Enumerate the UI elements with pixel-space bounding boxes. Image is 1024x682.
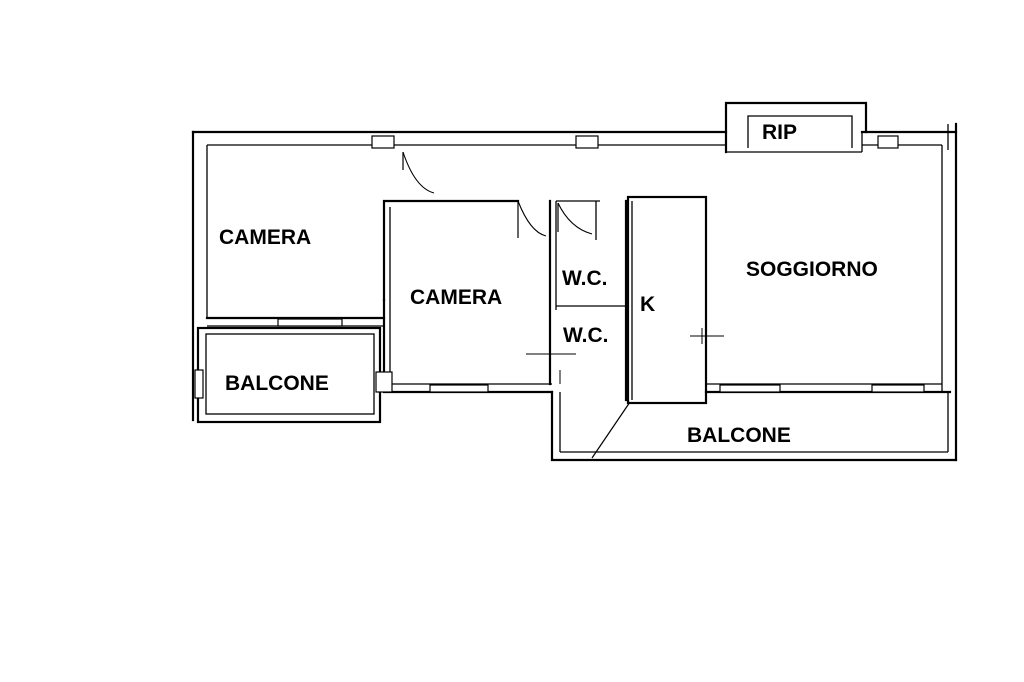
doors: [402, 151, 631, 459]
outer-walls: [191, 122, 958, 462]
room-labels: CAMERA CAMERA W.C. W.C. K SOGGIORNO RIP …: [219, 121, 878, 447]
rip-niche: [724, 101, 868, 154]
room-label-wc-1: W.C.: [562, 267, 608, 290]
room-label-camera-2: CAMERA: [410, 286, 502, 309]
room-label-rip: RIP: [762, 121, 797, 144]
room-label-kitchen: K: [640, 293, 655, 316]
windows: [194, 135, 925, 399]
interior-walls: [382, 195, 952, 405]
section-marks: [526, 328, 724, 384]
room-label-wc-2: W.C.: [563, 324, 609, 347]
balcony-right: [550, 390, 958, 462]
room-label-balcone-2: BALCONE: [687, 424, 791, 447]
room-label-soggiorno: SOGGIORNO: [746, 258, 878, 281]
room-label-camera-1: CAMERA: [219, 226, 311, 249]
room-label-balcone-1: BALCONE: [225, 372, 329, 395]
